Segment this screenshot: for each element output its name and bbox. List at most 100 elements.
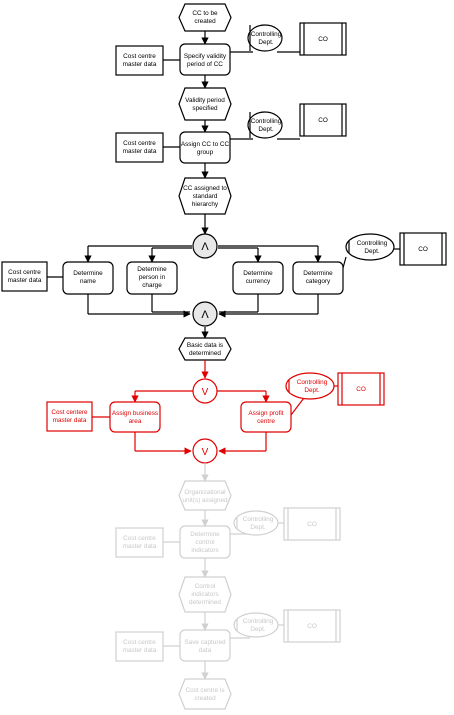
svg-text:area: area bbox=[129, 418, 142, 425]
function-determine-person: Determine person in charge bbox=[126, 261, 178, 295]
system-co: CO bbox=[299, 103, 347, 137]
function-determine-name: Determine name bbox=[62, 261, 114, 295]
svg-text:master data: master data bbox=[8, 277, 42, 284]
org-unit-controlling: Controlling Dept. bbox=[247, 111, 283, 139]
event-cc-created: Cost centre is created bbox=[178, 678, 232, 710]
section-faded bbox=[163, 463, 284, 680]
svg-text:Determine: Determine bbox=[73, 270, 103, 277]
svg-text:Assign profit: Assign profit bbox=[248, 410, 283, 417]
data-object-master-data: Cost centre master data bbox=[1, 261, 48, 292]
svg-text:CC to be: CC to be bbox=[192, 10, 218, 17]
system-co: CO bbox=[299, 22, 347, 56]
svg-text:master data: master data bbox=[123, 61, 157, 68]
svg-text:Dept.: Dept. bbox=[304, 387, 319, 394]
svg-text:Controlling: Controlling bbox=[297, 379, 328, 386]
svg-text:determined: determined bbox=[189, 599, 221, 606]
function-determine-control-indicators: Determine control indicators bbox=[179, 525, 231, 559]
svg-text:Cost centre: Cost centre bbox=[123, 639, 156, 646]
svg-text:Cost centre: Cost centre bbox=[123, 535, 156, 542]
org-unit-controlling: Controlling Dept. bbox=[233, 612, 279, 638]
svg-text:Validity period: Validity period bbox=[185, 97, 225, 104]
svg-text:Control: Control bbox=[195, 583, 216, 590]
svg-text:Basic data is: Basic data is bbox=[187, 342, 223, 349]
event-cc-to-be-created: CC to be created bbox=[178, 3, 232, 32]
svg-text:Dept.: Dept. bbox=[250, 626, 265, 633]
org-unit-controlling: Controlling Dept. bbox=[247, 24, 283, 52]
event-validity-specified: Validity period specified bbox=[178, 87, 232, 121]
svg-text:CC assigned to: CC assigned to bbox=[183, 185, 227, 192]
svg-text:Determine: Determine bbox=[303, 270, 333, 277]
data-object-master-data: Cost centere master data bbox=[46, 401, 93, 432]
svg-text:Cost centre: Cost centre bbox=[123, 53, 156, 60]
svg-text:created: created bbox=[194, 18, 216, 25]
svg-text:Controlling: Controlling bbox=[357, 240, 388, 247]
svg-text:Specify validity: Specify validity bbox=[184, 53, 227, 60]
svg-text:Cost centre: Cost centre bbox=[8, 269, 41, 276]
svg-text:charge: charge bbox=[142, 282, 162, 289]
svg-text:Save captured: Save captured bbox=[184, 639, 226, 646]
svg-text:hierarchy: hierarchy bbox=[192, 201, 219, 208]
svg-text:CO: CO bbox=[318, 117, 328, 124]
svg-text:control: control bbox=[195, 539, 214, 546]
svg-text:Dept.: Dept. bbox=[250, 524, 265, 531]
or-connector-split: V bbox=[192, 378, 218, 404]
event-cc-assigned: CC assigned to standard hierarchy bbox=[178, 177, 232, 215]
svg-text:CO: CO bbox=[418, 246, 428, 253]
svg-text:V: V bbox=[202, 447, 209, 458]
function-determine-currency: Determine currency bbox=[232, 261, 284, 295]
svg-text:period of CC: period of CC bbox=[187, 61, 223, 68]
svg-text:currency: currency bbox=[246, 278, 271, 285]
svg-text:Cost centre: Cost centre bbox=[123, 140, 156, 147]
svg-text:master data: master data bbox=[123, 647, 157, 654]
event-basic-data-determined: Basic data is determined bbox=[178, 337, 232, 361]
svg-text:centre: centre bbox=[257, 418, 275, 425]
data-object-master-data: Cost centre master data bbox=[115, 132, 164, 163]
org-unit-controlling: Controlling Dept. bbox=[233, 510, 279, 536]
svg-text:CO: CO bbox=[356, 386, 366, 393]
system-co: CO bbox=[399, 232, 447, 266]
function-save-captured-data: Save captured data bbox=[179, 629, 231, 662]
svg-text:Determine: Determine bbox=[190, 531, 220, 538]
svg-text:category: category bbox=[306, 278, 331, 285]
svg-text:Λ: Λ bbox=[201, 241, 209, 253]
svg-text:specified: specified bbox=[192, 105, 218, 112]
and-connector-merge: Λ bbox=[192, 301, 218, 327]
svg-text:master data: master data bbox=[123, 148, 157, 155]
data-object-master-data: Cost centre master data bbox=[115, 631, 164, 662]
svg-text:indicators: indicators bbox=[191, 547, 218, 554]
svg-text:Assign business: Assign business bbox=[112, 410, 158, 417]
svg-text:master data: master data bbox=[123, 543, 157, 550]
data-object-master-data: Cost centre master data bbox=[115, 527, 164, 558]
svg-text:Dept.: Dept. bbox=[258, 126, 273, 133]
svg-text:Dept.: Dept. bbox=[364, 248, 379, 255]
svg-text:master data: master data bbox=[53, 417, 87, 424]
svg-text:Determine: Determine bbox=[243, 270, 273, 277]
and-connector-split: Λ bbox=[192, 233, 218, 259]
system-co: CO bbox=[337, 372, 385, 406]
svg-text:group: group bbox=[197, 149, 214, 156]
svg-text:unit(s) assigned: unit(s) assigned bbox=[182, 497, 228, 504]
svg-text:Assign CC to CC: Assign CC to CC bbox=[181, 141, 230, 148]
svg-text:Cost centre is: Cost centre is bbox=[185, 687, 224, 694]
svg-text:Cost centere: Cost centere bbox=[51, 409, 88, 416]
svg-text:Dept.: Dept. bbox=[258, 39, 273, 46]
system-co: CO bbox=[283, 507, 341, 541]
svg-text:data: data bbox=[199, 647, 212, 654]
svg-text:determined: determined bbox=[189, 350, 221, 357]
org-unit-controlling: Controlling Dept. bbox=[345, 233, 395, 261]
svg-text:Controlling: Controlling bbox=[251, 31, 282, 38]
svg-text:Λ: Λ bbox=[201, 309, 209, 321]
or-connector-merge: V bbox=[192, 438, 218, 464]
event-org-units-assigned: Organizational unit(s) assigned bbox=[178, 480, 232, 511]
svg-text:CO: CO bbox=[318, 36, 328, 43]
svg-text:indicators: indicators bbox=[191, 591, 218, 598]
function-assign-cc-group: Assign CC to CC group bbox=[179, 131, 231, 164]
svg-text:name: name bbox=[80, 278, 96, 285]
svg-text:Controlling: Controlling bbox=[243, 516, 274, 523]
function-assign-business-area: Assign business area bbox=[109, 401, 161, 433]
function-assign-profit-centre: Assign profit centre bbox=[240, 401, 292, 433]
svg-text:person in: person in bbox=[139, 274, 166, 281]
svg-text:CO: CO bbox=[307, 521, 317, 528]
function-determine-category: Determine category bbox=[292, 261, 344, 295]
event-control-indicators-determined: Control indicators determined bbox=[178, 576, 232, 613]
